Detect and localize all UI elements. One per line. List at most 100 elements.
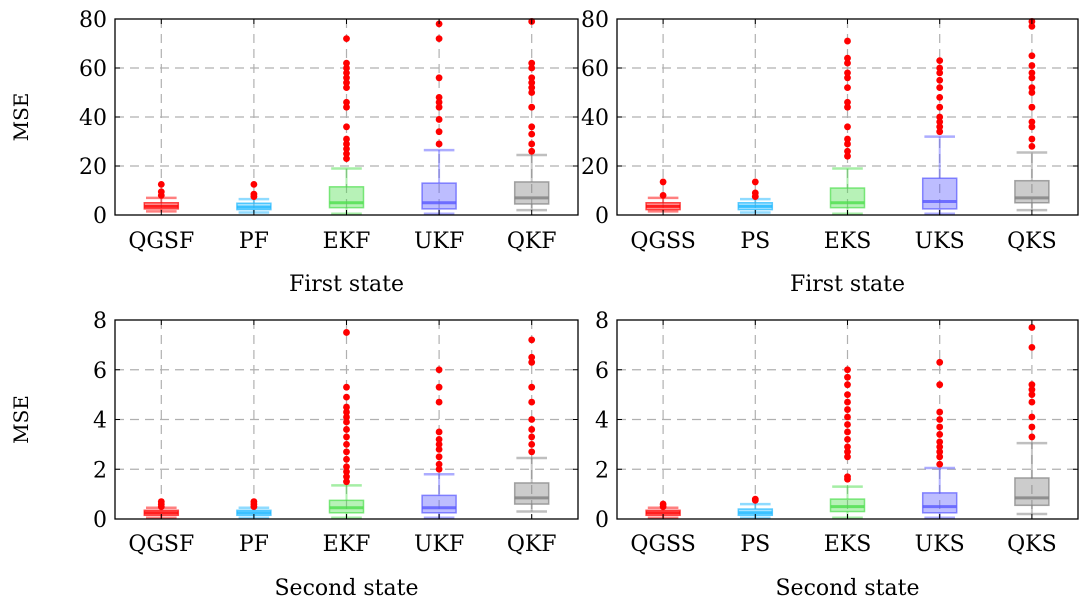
outlier-point: [936, 76, 944, 84]
outlier-point: [435, 445, 443, 453]
outlier-point: [435, 453, 443, 461]
outlier-point: [435, 74, 443, 82]
y-tick-label: 60: [581, 57, 609, 82]
outlier-point: [751, 178, 759, 186]
outlier-point: [844, 140, 851, 148]
x-axis-title: First state: [289, 272, 404, 297]
outlier-point: [528, 416, 536, 423]
outlier-point: [936, 381, 944, 389]
outlier-point: [936, 84, 944, 91]
outlier-point: [844, 413, 851, 421]
x-tick-label: EKF: [323, 532, 371, 557]
outlier-point: [528, 140, 536, 148]
outlier-point: [343, 135, 350, 143]
outlier-point: [435, 366, 443, 374]
outlier-point: [1028, 398, 1036, 406]
outlier-point: [844, 123, 851, 131]
outlier-point: [435, 94, 443, 101]
outlier-point: [435, 128, 443, 136]
outlier-point: [844, 69, 851, 77]
outlier-point: [250, 180, 258, 188]
box-body: [1014, 477, 1050, 507]
outlier-point: [659, 500, 667, 508]
outlier-point: [157, 180, 165, 188]
outlier-point: [1028, 391, 1036, 399]
outlier-point: [343, 448, 350, 456]
y-tick-label: 40: [581, 106, 609, 131]
box-ekf: [328, 329, 365, 520]
outlier-point: [844, 135, 851, 143]
box-ukf: [421, 20, 457, 216]
outlier-point: [528, 440, 536, 448]
box-ekf: [328, 35, 365, 216]
outlier-point: [343, 468, 350, 476]
outlier-point: [1028, 123, 1036, 131]
outlier-point: [844, 147, 851, 155]
y-tick-label: 0: [595, 508, 609, 533]
outlier-point: [1028, 433, 1036, 441]
outlier-point: [528, 353, 536, 361]
outlier-point: [343, 79, 350, 87]
outlier-point: [343, 145, 350, 153]
outlier-point: [435, 116, 443, 123]
outlier-point: [1028, 343, 1036, 351]
outlier-point: [343, 69, 350, 77]
outlier-point: [844, 406, 851, 413]
outlier-point: [659, 192, 667, 199]
outlier-point: [528, 398, 536, 406]
outlier-point: [844, 98, 851, 106]
outlier-point: [844, 37, 851, 45]
y-tick-label: 8: [595, 309, 609, 334]
x-tick-label: QGSF: [128, 532, 194, 557]
outlier-point: [1028, 74, 1036, 82]
outlier-point: [343, 74, 350, 82]
outlier-point: [435, 428, 443, 436]
outlier-point: [936, 103, 944, 111]
outlier-point: [343, 393, 350, 401]
outlier-point: [1028, 135, 1036, 143]
x-tick-label: PF: [239, 229, 269, 254]
y-tick-label: 0: [93, 508, 107, 533]
x-tick-label: QKF: [507, 532, 557, 557]
outlier-point: [157, 498, 165, 505]
outlier-point: [343, 403, 350, 411]
box-eks: [829, 37, 866, 216]
outlier-point: [343, 329, 350, 336]
outlier-point: [844, 398, 851, 406]
x-tick-label: QGSS: [630, 229, 695, 254]
outlier-point: [435, 436, 443, 443]
box-ps: [737, 178, 774, 214]
outlier-point: [1028, 386, 1036, 394]
outlier-point: [528, 89, 536, 96]
x-tick-label: PS: [740, 229, 770, 254]
outlier-point: [936, 431, 944, 438]
outlier-point: [528, 130, 536, 138]
outlier-point: [844, 436, 851, 443]
x-axis-title: First state: [790, 272, 905, 297]
x-tick-label: UKS: [915, 532, 965, 557]
outlier-point: [844, 381, 851, 389]
outlier-point: [1028, 22, 1036, 30]
outlier-point: [844, 473, 851, 481]
outlier-point: [343, 478, 350, 486]
outlier-point: [1028, 52, 1036, 60]
outlier-point: [659, 178, 667, 186]
y-tick-label: 60: [79, 57, 107, 82]
outlier-point: [936, 423, 944, 431]
outlier-point: [936, 94, 944, 101]
outlier-point: [343, 463, 350, 471]
outlier-point: [528, 123, 536, 131]
box-body: [921, 177, 958, 210]
outlier-point: [343, 473, 350, 481]
outlier-point: [343, 418, 350, 426]
box-qkf: [513, 336, 550, 513]
outlier-point: [528, 103, 536, 111]
outlier-point: [343, 408, 350, 416]
outlier-point: [343, 59, 350, 67]
x-tick-label: QGSF: [128, 229, 194, 254]
box-qkf: [513, 18, 550, 212]
outlier-point: [435, 140, 443, 148]
outlier-point: [250, 190, 258, 198]
